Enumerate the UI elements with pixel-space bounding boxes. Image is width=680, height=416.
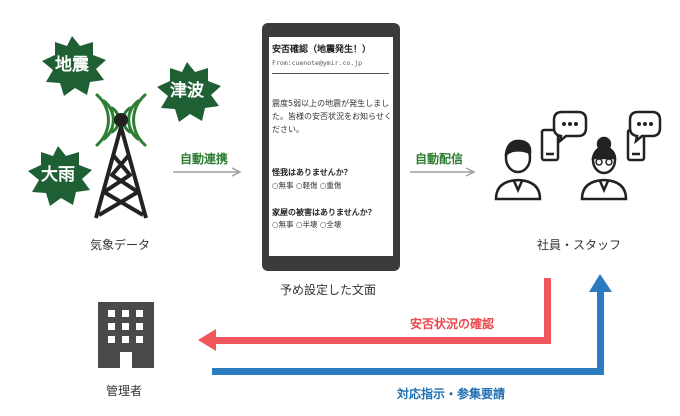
auto-deliver-label: 自動配信 [415, 152, 464, 166]
chat-bubble-icon [552, 110, 588, 145]
office-building-icon [98, 302, 154, 368]
staff-woman-icon [580, 136, 628, 201]
safety-check-arrow [198, 278, 551, 351]
rain-burst-icon [28, 146, 92, 206]
quake-label: 地震 [55, 55, 89, 75]
auto-link-arrow [173, 167, 242, 177]
chat-bubble-icon-2 [628, 110, 662, 145]
radio-tower-icon [94, 113, 148, 219]
rain-label: 大雨 [41, 165, 75, 185]
house-options[interactable]: ○無事 ○半壊 ○全壊 [272, 220, 342, 229]
message-phone-icon [540, 128, 560, 162]
mail-from: From:cuenote@ymir.co.jp [272, 59, 363, 67]
preset-text-label: 予め設定した文面 [280, 283, 377, 297]
instructions-arrow [212, 274, 612, 375]
manager-label: 管理者 [106, 384, 143, 398]
auto-deliver-arrow [410, 167, 476, 177]
mail-body: 震度5弱以上の地震が発生しました。皆様の安否状況をお知らせください。 [272, 99, 392, 134]
safety-check-label: 安否状況の確認 [410, 317, 495, 331]
quake-burst-icon [42, 36, 106, 96]
staff-man-icon [494, 139, 542, 201]
question-injury: 怪我はありませんか？ [272, 168, 352, 177]
instructions-label: 対応指示・参集要請 [397, 387, 506, 401]
mail-divider [272, 73, 389, 74]
tsunami-burst-icon [157, 62, 221, 122]
weather-data-label: 気象データ [90, 238, 151, 252]
phone-screen: 安否確認（地震発生！） From:cuenote@ymir.co.jp 震度5弱… [269, 37, 393, 256]
question-house: 家屋の被害はありませんか？ [272, 208, 376, 217]
tsunami-label: 津波 [170, 81, 204, 101]
injury-options[interactable]: ○無事 ○軽傷 ○重傷 [272, 181, 342, 190]
staff-label: 社員・スタッフ [537, 238, 622, 252]
auto-link-label: 自動連携 [180, 152, 229, 166]
mail-title: 安否確認（地震発生！） [272, 45, 372, 55]
